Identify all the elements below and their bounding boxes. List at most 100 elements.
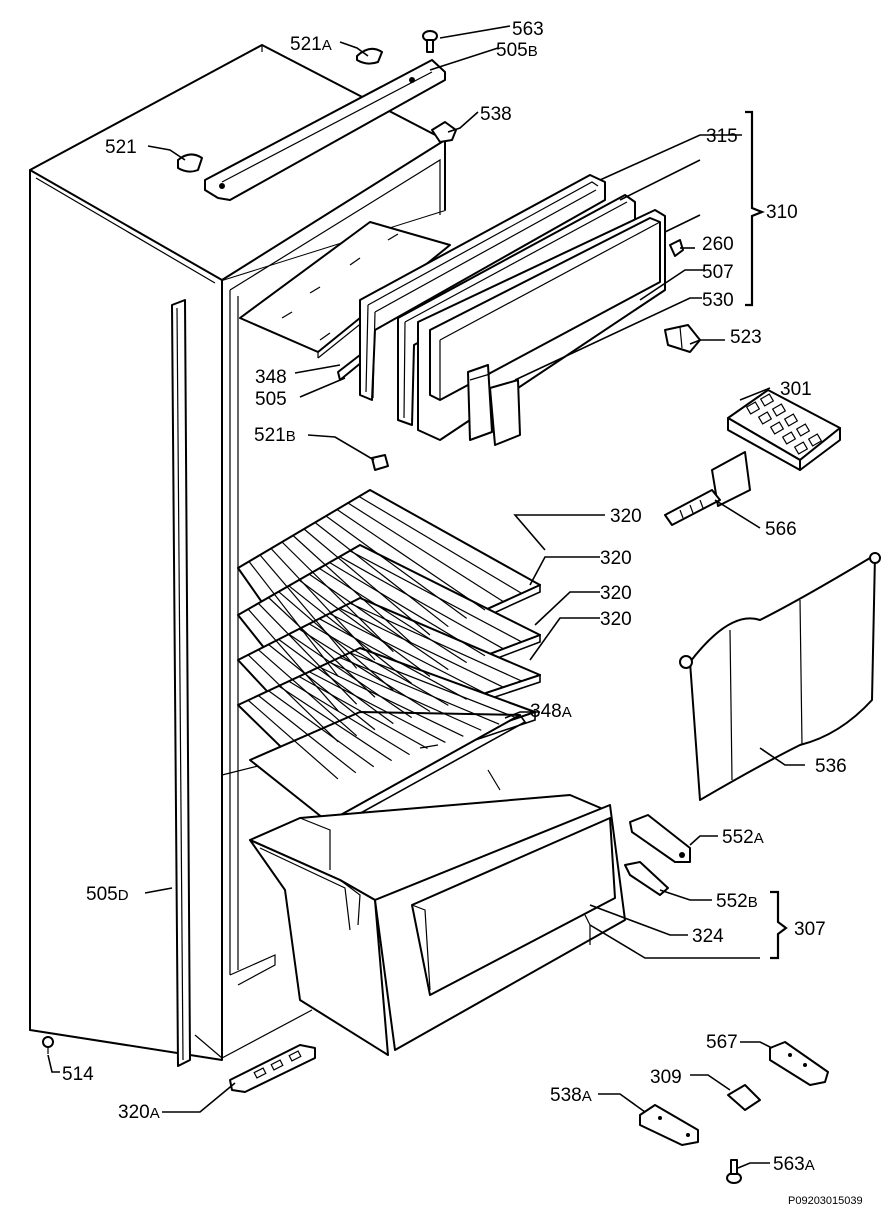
shelf-wire [314, 522, 449, 628]
callout-number: 505 [86, 884, 118, 905]
door-handle-530 [467, 364, 521, 446]
callout-c552b: 552B [716, 891, 758, 912]
shelf-wire [358, 495, 522, 594]
callout-c320b: 320 [600, 548, 632, 569]
callout-number: 552 [716, 891, 748, 912]
shelf-wire [319, 567, 467, 664]
callout-c505b: 505B [496, 40, 538, 61]
callout-suffix: B [748, 894, 758, 911]
latch-523 [664, 324, 701, 353]
hinge-538a [639, 1104, 699, 1146]
callout-number: 552 [722, 827, 754, 848]
ice-tray-301 [727, 389, 841, 471]
cap-521b [371, 454, 389, 471]
callout-number: 563 [773, 1154, 805, 1175]
callout-c505d: 505D [86, 884, 129, 905]
shelf-wire [247, 654, 339, 743]
door-gasket-505d [171, 299, 191, 1067]
shelf-wire [268, 644, 376, 731]
leader-lines [47, 25, 805, 1169]
crisper-drawer-324 [249, 769, 626, 1056]
callout-c507: 507 [702, 262, 734, 283]
ice-scraper-566 [664, 451, 751, 526]
shelf-wire [288, 633, 413, 719]
callout-suffix: D [118, 887, 129, 904]
callout-c514: 514 [62, 1064, 94, 1085]
callout-c310: 310 [766, 202, 798, 223]
clip-260 [669, 239, 684, 257]
callout-number: 309 [650, 1067, 682, 1088]
callout-c536: 536 [815, 756, 847, 777]
door-frame-315 [359, 174, 606, 401]
wire-shelves-320 [237, 489, 541, 831]
shelf-wire [349, 550, 522, 643]
screw-563 [422, 30, 438, 53]
bracket-567 [769, 1041, 829, 1086]
callout-number: 505 [496, 40, 528, 61]
shelf-wire [247, 608, 339, 712]
callout-c530: 530 [702, 290, 734, 311]
callout-c307: 307 [794, 919, 826, 940]
shelf-wire [339, 656, 500, 725]
shelf-wire [308, 573, 449, 671]
callout-c320c: 320 [600, 583, 632, 604]
shelf-wire [278, 685, 392, 762]
callout-suffix: A [562, 704, 572, 721]
callout-c320d: 320 [600, 609, 632, 630]
shelf-wire [281, 541, 394, 653]
callout-number: 521 [254, 425, 286, 446]
callout-suffix: A [805, 1157, 815, 1174]
shelf-wire [259, 554, 358, 669]
callout-number: 320 [600, 609, 632, 630]
shelf-wire [257, 695, 357, 774]
shelf-wire [349, 652, 518, 719]
callout-suffix: A [582, 1088, 592, 1105]
callout-c523: 523 [730, 327, 762, 348]
callout-c521a: 521A [290, 34, 332, 55]
callout-number: 521 [290, 34, 322, 55]
shelf-wire [319, 618, 467, 700]
callout-number: 348 [255, 367, 287, 388]
callout-number: 320 [600, 548, 632, 569]
shelf-wire [339, 607, 504, 688]
cover-309 [727, 1084, 761, 1111]
callout-number: 320 [610, 506, 642, 527]
callout-c552a: 552A [722, 827, 764, 848]
callout-suffix: B [286, 428, 296, 445]
callout-number: 320 [600, 583, 632, 604]
rail-552a [629, 814, 691, 863]
callout-c320a: 320 [610, 506, 642, 527]
callout-c320sa: 320A [118, 1102, 160, 1123]
callout-number: 566 [765, 519, 797, 540]
callout-c566: 566 [765, 519, 797, 540]
shelf-wire [278, 638, 394, 725]
callout-c348: 348 [255, 367, 287, 388]
callout-c563a: 563A [773, 1154, 815, 1175]
callout-number: 521 [105, 137, 137, 158]
callout-number: 530 [702, 290, 734, 311]
hinge-538 [431, 121, 457, 143]
shelf-wire [329, 661, 482, 731]
callout-number: 348 [530, 701, 562, 722]
flap-536 [679, 552, 881, 801]
callout-number: 320 [118, 1102, 150, 1123]
callout-c324: 324 [692, 926, 724, 947]
shelf-wire [319, 666, 464, 737]
callout-number: 301 [780, 379, 812, 400]
callout-number: 260 [702, 234, 734, 255]
group-bracket-307 [770, 890, 788, 960]
callout-c260: 260 [702, 234, 734, 255]
callout-number: 567 [706, 1032, 738, 1053]
callout-number: 307 [794, 919, 826, 940]
shelf-wire [347, 502, 504, 603]
bottom-hinge-320a [229, 1044, 316, 1093]
shelf-wire [329, 612, 486, 694]
screw-563a [726, 1159, 742, 1184]
shelf-wire [298, 675, 428, 750]
callout-c563: 563 [512, 19, 544, 40]
top-hinge-bracket-505b [204, 59, 446, 201]
callout-number: 538 [480, 104, 512, 125]
shelf-wire [268, 690, 375, 768]
